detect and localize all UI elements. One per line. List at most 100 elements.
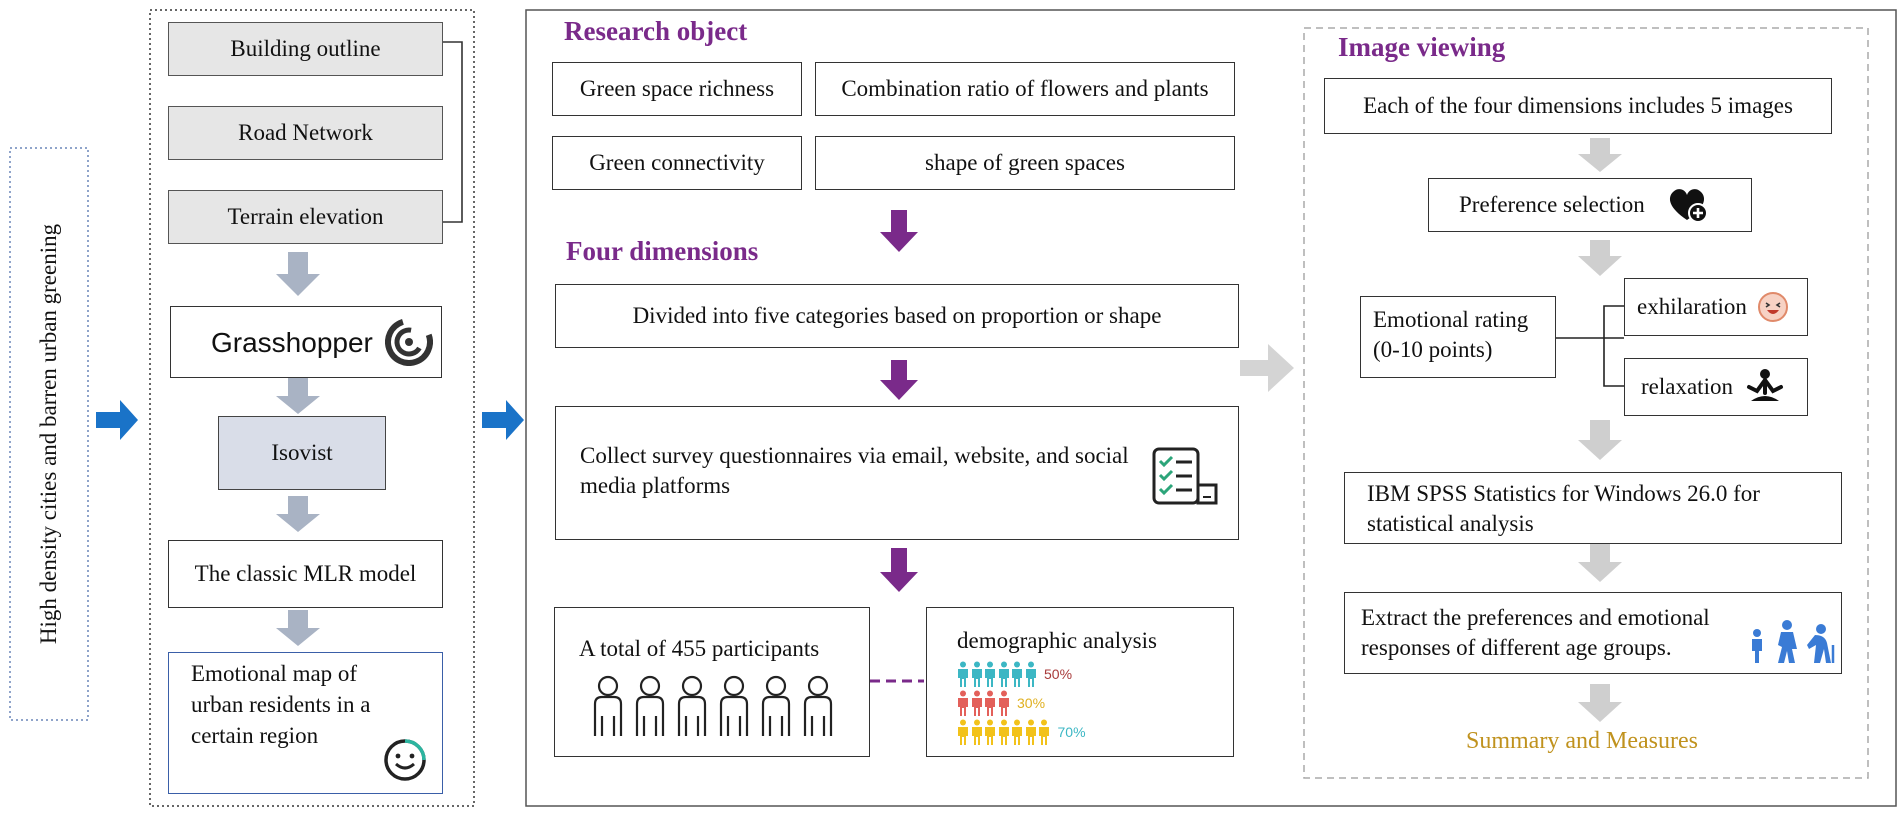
demographic-row: 50% [957, 660, 1233, 689]
green-space-richness-label: Green space richness [579, 75, 775, 101]
terrain-elevation-box: Terrain elevation [168, 190, 443, 244]
grasshopper-logo-icon [384, 318, 433, 366]
green-connectivity-label: Green connectivity [589, 149, 765, 175]
person-figure-icon [958, 661, 968, 688]
combination-ratio-box: Combination ratio of flowers and plants [815, 62, 1235, 116]
person-figure-icon [1012, 719, 1022, 746]
demographic-percent-label: 50% [1044, 666, 1073, 683]
four-dimensions-images-label: Each of the four dimensions includes 5 i… [1363, 92, 1793, 118]
preference-selection-label: Preference selection [1459, 191, 1645, 217]
bracket-connector [442, 41, 463, 223]
left-down-arrows [276, 252, 320, 646]
person-figure-icon [1012, 661, 1022, 688]
spss-label: IBM SPSS Statistics for Windows 26.0 for… [1367, 481, 1760, 536]
checklist-icon [1152, 447, 1218, 505]
demographic-percent-label: 30% [1017, 695, 1046, 712]
road-network-label: Road Network [238, 120, 373, 145]
person-outline-icon [761, 675, 791, 736]
person-figure-icon [985, 690, 995, 717]
person-figure-icon [971, 661, 982, 688]
person-figure-icon [998, 690, 1009, 717]
building-outline-box: Building outline [168, 22, 443, 76]
mlr-model-box: The classic MLR model [168, 540, 443, 608]
green-connectivity-box: Green connectivity [552, 136, 802, 190]
isovist-box: Isovist [218, 416, 386, 490]
person-figure-icon [1025, 719, 1036, 746]
demographic-row: 30% [957, 689, 1233, 718]
collect-surveys-box: Collect survey questionnaires via email,… [555, 406, 1239, 540]
right-down-arrows [1578, 138, 1622, 722]
emotional-map-label: Emotional map of urban residents in a ce… [191, 661, 371, 748]
divided-categories-label: Divided into five categories based on pr… [632, 302, 1162, 328]
collect-surveys-label: Collect survey questionnaires via email,… [580, 443, 1129, 498]
person-figure-icon [971, 690, 982, 717]
person-figure-icon [985, 719, 995, 746]
four-dimensions-images-box: Each of the four dimensions includes 5 i… [1324, 78, 1832, 134]
person-figure-icon [998, 719, 1009, 746]
grasshopper-label: Grasshopper [211, 326, 373, 358]
preference-selection-box: Preference selection [1428, 178, 1752, 232]
laughing-face-icon [1757, 292, 1788, 322]
left-panel-frame [149, 9, 475, 807]
person-figure-icon [958, 690, 968, 717]
heart-plus-icon [1669, 189, 1708, 223]
person-figure-icon [971, 719, 982, 746]
participants-label: A total of 455 participants [579, 636, 820, 661]
summary-label: Summary and Measures [1466, 728, 1698, 754]
extract-preferences-box: Extract the preferences and emotional re… [1344, 592, 1842, 674]
emotional-rating-label: Emotional rating (0-10 points) [1373, 307, 1529, 362]
person-figure-icon [985, 661, 995, 688]
participants-figures [589, 674, 869, 738]
right-panel-frame [1303, 27, 1869, 779]
gray-arrow-middle-right [1240, 344, 1294, 392]
demographic-percent-label: 70% [1057, 724, 1086, 741]
middle-panel-frame [525, 9, 1897, 807]
person-figure-icon [998, 661, 1009, 688]
side-label-text: High density cities and barren urban gre… [36, 223, 61, 645]
participants-box: A total of 455 participants [554, 607, 870, 757]
blue-arrow-2 [482, 400, 524, 440]
emotional-rating-box: Emotional rating (0-10 points) [1360, 296, 1556, 378]
relaxation-label: relaxation [1641, 373, 1733, 399]
isovist-label: Isovist [271, 439, 333, 465]
terrain-elevation-label: Terrain elevation [227, 204, 384, 229]
relaxation-box: relaxation [1624, 358, 1808, 416]
person-outline-icon [593, 675, 623, 736]
shape-green-spaces-box: shape of green spaces [815, 136, 1235, 190]
road-network-box: Road Network [168, 106, 443, 160]
emotional-map-box: Emotional map of urban residents in a ce… [168, 652, 443, 794]
side-label: High density cities and barren urban gre… [29, 154, 69, 714]
demographic-row: 70% [957, 718, 1233, 747]
building-outline-label: Building outline [230, 36, 381, 61]
mlr-model-label: The classic MLR model [194, 560, 417, 586]
divided-categories-box: Divided into five categories based on pr… [555, 284, 1239, 348]
grasshopper-box: Grasshopper [170, 306, 442, 378]
extract-preferences-label: Extract the preferences and emotional re… [1361, 605, 1710, 660]
exhilaration-box: exhilaration [1624, 278, 1808, 336]
image-viewing-title: Image viewing [1338, 32, 1506, 62]
four-dimensions-title: Four dimensions [566, 236, 759, 266]
person-outline-icon [719, 675, 749, 736]
shape-green-spaces-label: shape of green spaces [925, 149, 1125, 175]
demographic-rows: 50% 30% 70% [957, 660, 1233, 747]
demographic-label: demographic analysis [957, 628, 1157, 653]
person-outline-icon [677, 675, 707, 736]
person-figure-icon [958, 719, 968, 746]
purple-down-arrows [880, 210, 918, 592]
spss-box: IBM SPSS Statistics for Windows 26.0 for… [1344, 472, 1842, 544]
demographic-box: demographic analysis 50% 30% 70% [926, 607, 1234, 757]
exhilaration-label: exhilaration [1637, 293, 1747, 319]
smiley-face-icon [384, 739, 426, 781]
research-object-title: Research object [564, 16, 748, 46]
person-figure-icon [1025, 661, 1036, 688]
person-outline-icon [635, 675, 665, 736]
person-outline-icon [803, 675, 833, 736]
blue-arrow-1 [96, 400, 138, 440]
meditation-icon [1746, 369, 1783, 401]
age-groups-icon [1752, 620, 1835, 663]
person-figure-icon [1039, 719, 1049, 746]
rating-tree-connector [1556, 305, 1624, 387]
combination-ratio-label: Combination ratio of flowers and plants [841, 75, 1209, 101]
green-space-richness-box: Green space richness [552, 62, 802, 116]
